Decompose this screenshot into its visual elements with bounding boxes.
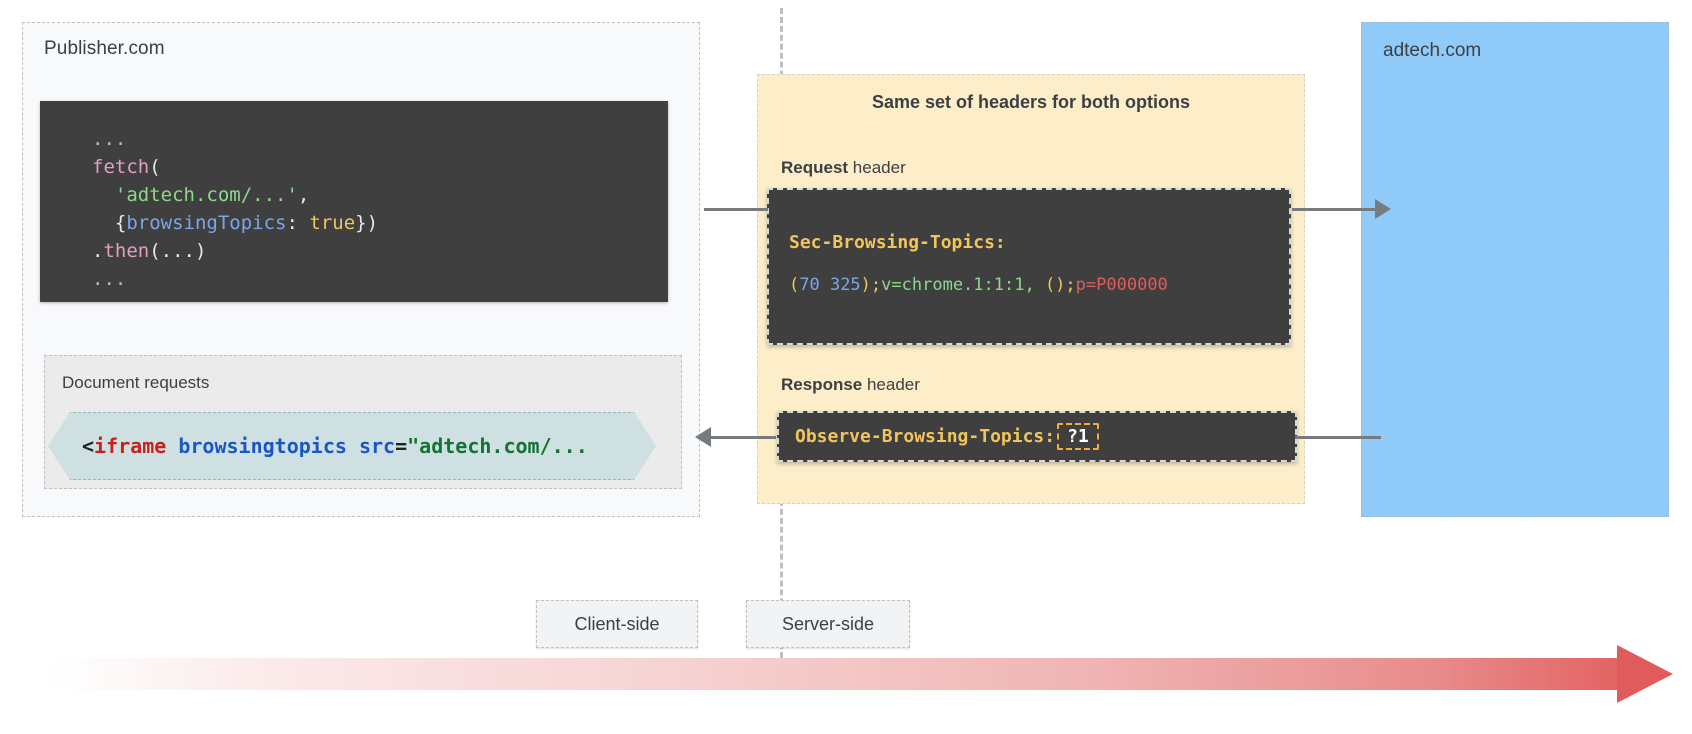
iframe-src-attr: src xyxy=(358,434,396,458)
iframe-space-1 xyxy=(166,434,178,458)
code-browsingtopics-value: true xyxy=(309,212,356,234)
value-open-paren: ( xyxy=(789,275,800,295)
value-topic-ids: 70 325 xyxy=(799,275,861,295)
code-options-open-brace: { xyxy=(114,212,127,234)
headers-panel-title: Same set of headers for both options xyxy=(871,92,1191,112)
value-separator-2: ; xyxy=(1065,275,1076,295)
fetch-code-block: ... fetch( 'adtech.com/...', {browsingTo… xyxy=(40,101,668,302)
adtech-panel-label: adtech.com xyxy=(1383,40,1482,61)
response-header-code-box: Observe-Browsing-Topics:?1 xyxy=(777,411,1297,462)
code-options-close: }) xyxy=(355,212,379,234)
client-side-chip: Client-side xyxy=(536,600,698,648)
value-empty-parens: () xyxy=(1044,275,1066,295)
code-then-keyword: then xyxy=(103,240,150,262)
request-header-label-bold: Request xyxy=(781,158,849,177)
adtech-panel xyxy=(1361,22,1669,517)
response-arrow-head-icon xyxy=(695,427,711,447)
iframe-code-text: <iframe browsingtopics src="adtech.com/.… xyxy=(82,412,588,480)
request-header-label-rest: header xyxy=(848,158,906,177)
document-requests-label: Document requests xyxy=(62,373,210,392)
timeline-arrow-band xyxy=(48,658,1618,690)
code-fetch-url-string: 'adtech.com/...' xyxy=(114,184,298,206)
iframe-browsingtopics-attr: browsingtopics xyxy=(178,434,347,458)
request-connector-line-left xyxy=(704,208,768,211)
value-close-paren: ) xyxy=(860,275,871,295)
request-header-label: Request header xyxy=(781,158,906,178)
sec-browsing-topics-header-name: Sec-Browsing-Topics: xyxy=(789,232,1006,253)
sec-browsing-topics-header-value: (70 325);v=chrome.1:1:1, ();p=P000000 xyxy=(789,275,1289,295)
response-header-label: Response header xyxy=(781,375,920,395)
iframe-hexagon-background xyxy=(48,412,656,480)
code-options-colon: : xyxy=(286,212,310,234)
request-arrow-head-icon xyxy=(1375,199,1391,219)
request-header-code-box: Sec-Browsing-Topics:(70 325);v=chrome.1:… xyxy=(767,188,1291,345)
timeline-arrow-head-icon xyxy=(1617,645,1673,703)
response-header-label-rest: header xyxy=(862,375,920,394)
iframe-tag-name: iframe xyxy=(94,434,167,458)
response-header-label-bold: Response xyxy=(781,375,863,394)
response-connector-line-left xyxy=(708,436,776,439)
code-browsingtopics-key: browsingTopics xyxy=(126,212,287,234)
iframe-src-value: "adtech.com/... xyxy=(407,434,588,458)
request-connector-line-right xyxy=(1292,208,1380,211)
value-padding: p=P000000 xyxy=(1075,275,1168,295)
code-ellipsis-bottom: ... xyxy=(92,268,127,290)
observe-browsing-topics-header-value: ?1 xyxy=(1057,423,1099,450)
server-side-chip: Server-side xyxy=(746,600,910,648)
code-then-dot: . xyxy=(92,240,104,262)
response-connector-line-right xyxy=(1295,436,1381,439)
publisher-panel-label: Publisher.com xyxy=(44,38,165,59)
iframe-space-2 xyxy=(347,434,359,458)
iframe-open-bracket: < xyxy=(82,434,95,458)
code-fetch-comma: , xyxy=(297,184,310,206)
code-ellipsis-top: ... xyxy=(92,128,127,150)
code-fetch-keyword: fetch xyxy=(92,156,150,178)
value-separator-1: ; xyxy=(870,275,882,295)
observe-browsing-topics-header-name: Observe-Browsing-Topics: xyxy=(795,426,1056,447)
code-fetch-open-paren: ( xyxy=(149,156,161,178)
iframe-equals: = xyxy=(395,434,408,458)
iframe-tag-shape: <iframe browsingtopics src="adtech.com/.… xyxy=(48,412,656,480)
timeline-arrow xyxy=(48,645,1673,703)
value-version: v=chrome.1:1:1, xyxy=(881,275,1045,295)
code-then-args: (...) xyxy=(149,240,207,262)
